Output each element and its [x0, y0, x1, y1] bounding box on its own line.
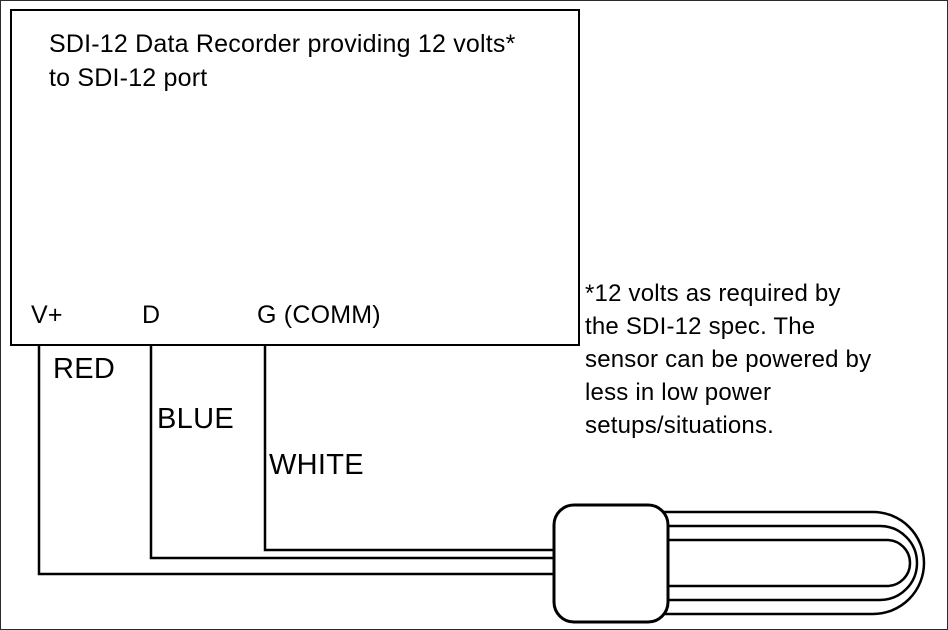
terminal-label-g-comm: G (COMM) — [257, 301, 381, 329]
wire-label-red: RED — [53, 353, 116, 385]
sensor-loop-outer — [661, 510, 926, 616]
recorder-title-line2: to SDI-12 port — [49, 64, 208, 92]
sensor-body — [552, 503, 670, 624]
sensor-loop-middle — [661, 524, 919, 602]
sensor-loop-inner — [661, 538, 912, 588]
terminal-label-d: D — [142, 301, 161, 329]
wire-label-blue: BLUE — [157, 403, 234, 435]
white-wire-line — [263, 345, 559, 552]
data-recorder-box: SDI-12 Data Recorder providing 12 volts*… — [10, 9, 580, 346]
recorder-title-line1: SDI-12 Data Recorder providing 12 volts* — [49, 30, 516, 58]
wire-label-white: WHITE — [269, 449, 364, 481]
recorder-title: SDI-12 Data Recorder providing 12 volts*… — [49, 27, 516, 95]
voltage-footnote: *12 volts as required by the SDI-12 spec… — [585, 280, 872, 439]
terminal-label-vplus: V+ — [31, 301, 63, 329]
